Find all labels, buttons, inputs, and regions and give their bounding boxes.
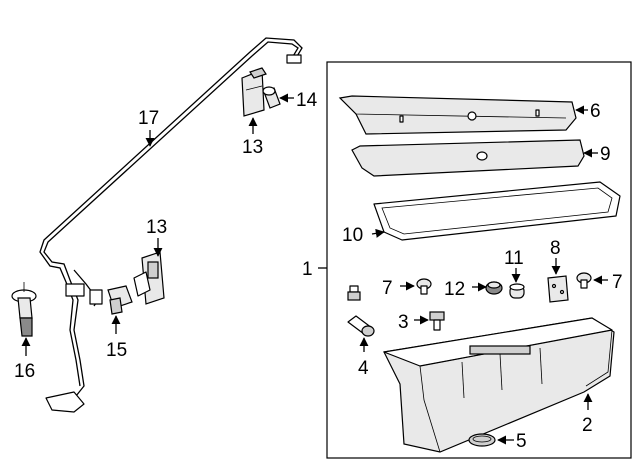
bracket bbox=[547, 275, 569, 303]
screw bbox=[347, 315, 375, 337]
callout-4: 4 bbox=[358, 358, 369, 379]
callout-15: 15 bbox=[106, 340, 127, 361]
callout-17: 17 bbox=[138, 108, 159, 129]
callout-1: 1 bbox=[302, 259, 313, 280]
trim-panel bbox=[351, 139, 585, 177]
storage-bin bbox=[383, 317, 615, 453]
callout-13b: 13 bbox=[146, 217, 167, 238]
bulb bbox=[262, 86, 281, 109]
callout-8: 8 bbox=[550, 238, 561, 259]
callout-6: 6 bbox=[590, 101, 601, 122]
bolt bbox=[429, 311, 445, 331]
push-pin-right bbox=[576, 272, 592, 289]
strut bbox=[11, 282, 37, 337]
lamp-housing-upper bbox=[241, 67, 267, 117]
callout-10: 10 bbox=[342, 225, 363, 246]
callout-10-leader bbox=[371, 228, 385, 238]
bolt-small bbox=[347, 285, 361, 301]
callout-3: 3 bbox=[398, 312, 409, 333]
push-pin-left bbox=[416, 278, 432, 295]
callout-16: 16 bbox=[14, 361, 35, 382]
assembly-group-box bbox=[326, 61, 632, 459]
callout-9: 9 bbox=[600, 144, 611, 165]
plug bbox=[485, 281, 503, 295]
callout-14: 14 bbox=[296, 90, 318, 111]
callout-2: 2 bbox=[582, 415, 593, 436]
callout-13a: 13 bbox=[242, 137, 263, 158]
callout-7b: 7 bbox=[612, 272, 623, 293]
drain-plug bbox=[468, 433, 496, 447]
lamp-housing-lower bbox=[133, 251, 165, 305]
callout-5: 5 bbox=[516, 431, 527, 452]
switch bbox=[107, 285, 133, 315]
callout-11: 11 bbox=[504, 248, 524, 269]
trim-panel-upper bbox=[338, 95, 577, 135]
wiring-harness bbox=[39, 37, 303, 413]
seal bbox=[373, 181, 621, 241]
bumper bbox=[509, 283, 525, 299]
callout-7a: 7 bbox=[382, 278, 393, 299]
callout-12: 12 bbox=[444, 279, 465, 300]
